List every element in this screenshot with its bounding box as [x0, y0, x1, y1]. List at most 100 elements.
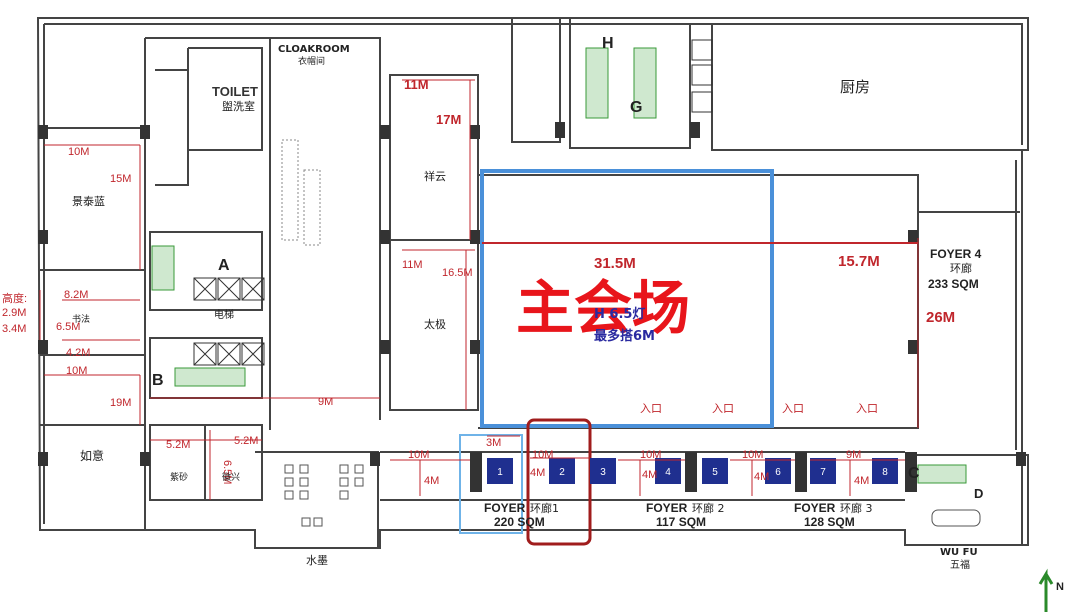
dim-6-5m-v: 6.5M — [221, 460, 233, 484]
dim-10m-d: 10M — [532, 449, 553, 461]
booth-3[interactable] — [590, 458, 616, 484]
booth-4-label: 4 — [665, 467, 671, 478]
foyer-4-name: FOYER 4 — [930, 247, 982, 261]
furniture — [284, 464, 981, 527]
dim-10m-c: 10M — [408, 449, 429, 461]
foyer-4-area: 233 SQM — [928, 277, 979, 291]
wufu-label: WU FU — [940, 547, 978, 558]
booth-8-label: 8 — [882, 467, 888, 478]
height-value-1: 2.9M — [2, 307, 26, 319]
dim-15m: 15M — [110, 173, 131, 185]
taiji-label: 太极 — [424, 317, 446, 331]
elevator-boxes — [193, 39, 713, 366]
booth-2-label: 2 — [559, 467, 565, 478]
letter-d: D — [974, 486, 983, 501]
dim-17m: 17M — [436, 112, 461, 127]
dim-8-2m: 8.2M — [64, 289, 88, 301]
dim-19m: 19M — [110, 397, 131, 409]
letter-c: C — [908, 465, 920, 482]
booth-1-highlight[interactable] — [459, 434, 523, 534]
height-value-2: 3.4M — [2, 323, 26, 335]
shuimo-label: 水墨 — [306, 554, 328, 567]
main-hall-width-left: 31.5M — [594, 255, 636, 272]
booth-6[interactable] — [765, 458, 791, 484]
height-label: 高度: — [2, 291, 27, 305]
dim-4m-a: 4M — [424, 475, 439, 487]
foyer-pillars — [470, 452, 917, 492]
main-hall-labels: 主会场 H 6.5灯 最多搭6M 31.5M 15.7M — [516, 253, 880, 344]
dim-4m-c: 4M — [642, 469, 657, 481]
foyer-3-area: 128 SQM — [804, 515, 855, 529]
dim-4-2m: 4.2M — [66, 347, 90, 359]
dim-16-5m: 16.5M — [442, 267, 473, 279]
letter-h: H — [602, 35, 614, 52]
dim-3m: 3M — [486, 437, 501, 449]
entry-2[interactable]: 入口 — [712, 402, 734, 415]
booth-2[interactable] — [549, 458, 575, 484]
letter-g: G — [630, 99, 642, 116]
booth-5-label: 5 — [712, 467, 718, 478]
main-hall-width-right: 15.7M — [838, 253, 880, 270]
foyer-labels: FOYER 环廊1 220 SQM FOYER 环廊 2 117 SQM FOY… — [484, 247, 982, 529]
entry-4[interactable]: 入口 — [856, 402, 878, 415]
dim-4m-b: 4M — [530, 467, 545, 479]
foyer-1-name: FOYER — [484, 501, 526, 515]
foyer-2-cn: 环廊 2 — [692, 501, 725, 515]
entry-1[interactable]: 入口 — [640, 402, 662, 415]
room-labels: TOILET 盥洗室 CLOAKROOM 衣帽间 景泰蓝 书法 如意 紫砂 徽兴… — [72, 44, 978, 571]
foyer-3-name: FOYER — [794, 501, 836, 515]
dimension-labels: 10M 15M 8.2M 6.5M 4.2M 10M 19M 5.2M 5.2M… — [56, 77, 955, 487]
elevator-label: 电梯 — [214, 308, 234, 321]
dim-9m-b: 9M — [846, 449, 861, 461]
booth-8[interactable] — [872, 458, 898, 484]
booth-5[interactable] — [702, 458, 728, 484]
booth-1-label: 1 — [497, 467, 503, 478]
dim-10m-b: 10M — [66, 365, 87, 377]
ruyi-label: 如意 — [80, 448, 104, 463]
main-hall-title: 主会场 — [516, 274, 690, 342]
xiangyun-label: 祥云 — [424, 169, 446, 183]
foyer-1-area: 220 SQM — [494, 515, 545, 529]
jingtailan-label: 景泰蓝 — [72, 194, 105, 208]
height-note: 高度: 2.9M 3.4M — [2, 291, 27, 335]
foyer-2-area: 117 SQM — [656, 515, 706, 529]
dim-5-2m-a: 5.2M — [166, 439, 190, 451]
toilet-cn-label: 盥洗室 — [222, 99, 255, 113]
main-hall-highlight[interactable] — [480, 169, 774, 428]
kitchen-label: 厨房 — [840, 78, 870, 96]
dim-5-2m-b: 5.2M — [234, 435, 258, 447]
foyer-2-name: FOYER — [646, 501, 688, 515]
foyer-1-cn: 环廊1 — [530, 501, 559, 515]
booths: 1 2 3 4 5 6 7 8 — [487, 458, 898, 484]
booth-7[interactable] — [810, 458, 836, 484]
booth-1[interactable] — [487, 458, 513, 484]
toilet-label: TOILET — [212, 84, 258, 99]
booth-4[interactable] — [655, 458, 681, 484]
shuxing-label: 徽兴 — [222, 471, 240, 483]
cloakroom-cn-label: 衣帽间 — [298, 55, 325, 67]
cloakroom-label: CLOAKROOM — [278, 44, 350, 55]
north-letter: N — [1056, 581, 1064, 593]
dim-10m-a: 10M — [68, 146, 89, 158]
dim-9m: 9M — [318, 396, 333, 408]
dim-10m-f: 10M — [742, 449, 763, 461]
north-arrow-icon: N — [1038, 568, 1064, 612]
entries: 入口 入口 入口 入口 — [640, 402, 878, 415]
dim-11m-a: 11M — [404, 77, 429, 92]
dim-11m-b: 11M — [402, 259, 423, 271]
dimension-lines — [39, 79, 919, 500]
letter-b: B — [152, 372, 164, 389]
stairs-escalators — [151, 47, 967, 484]
pillars — [38, 122, 1026, 466]
dim-4m-d: 4M — [754, 471, 769, 483]
entry-3[interactable]: 入口 — [782, 402, 804, 415]
main-hall-sub2: 最多搭6M — [594, 328, 655, 344]
dim-26m: 26M — [926, 309, 955, 326]
foyer-4-cn: 环廊 — [950, 261, 972, 275]
wufu-cn-label: 五福 — [950, 558, 970, 571]
main-hall-sub1: H 6.5灯 — [594, 306, 645, 322]
booth-7-label: 7 — [820, 467, 826, 478]
letter-a: A — [218, 257, 230, 274]
